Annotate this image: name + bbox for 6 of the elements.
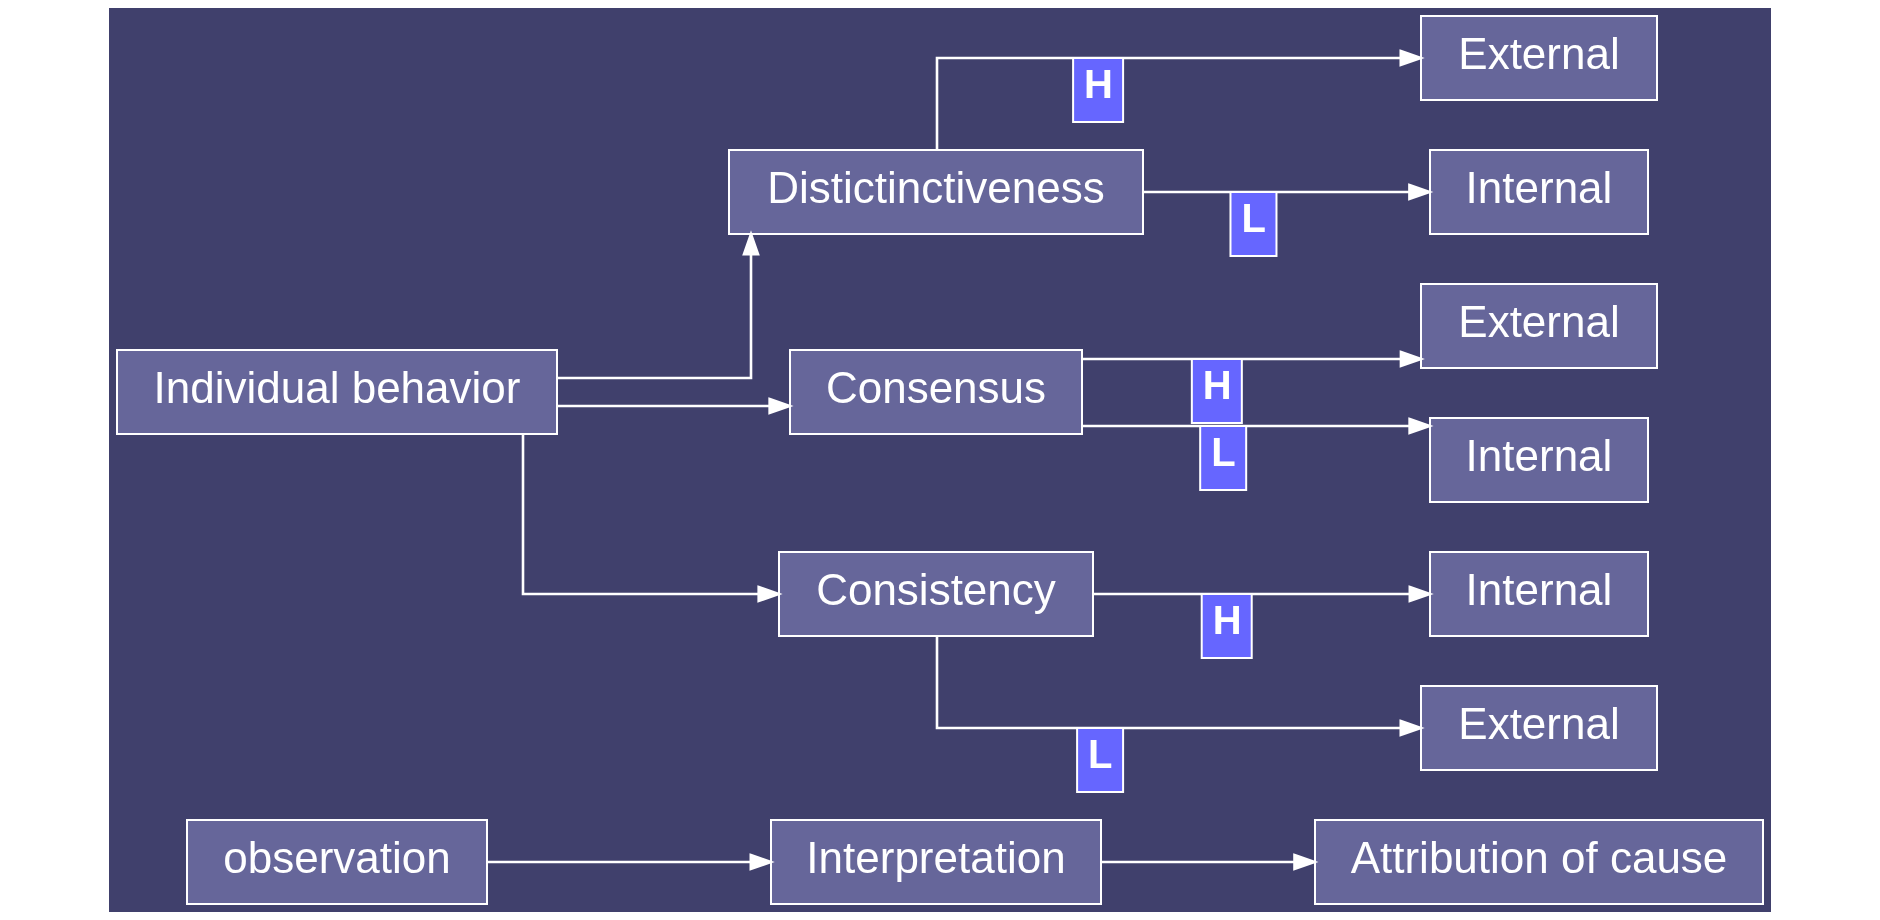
edge-label: L: [1088, 732, 1113, 776]
edge-label: H: [1084, 62, 1113, 106]
edge-label: H: [1202, 363, 1232, 407]
edge-label: L: [1241, 196, 1266, 240]
edge-label: L: [1211, 430, 1236, 474]
edge-label: H: [1212, 598, 1242, 642]
